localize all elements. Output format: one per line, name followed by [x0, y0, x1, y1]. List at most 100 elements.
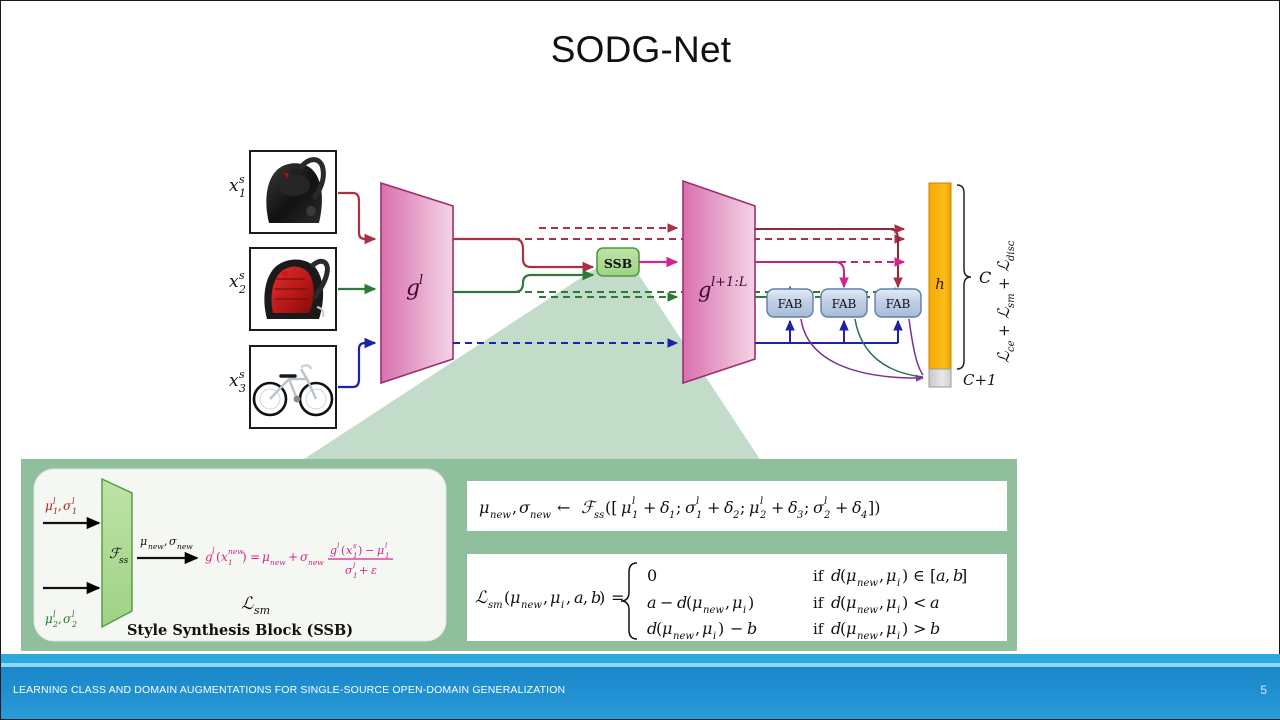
svg-text:μ: μ	[846, 593, 856, 612]
page-number: 5	[1260, 683, 1267, 697]
input-label-3: x 3 s	[229, 368, 246, 395]
svg-text:σ: σ	[63, 612, 72, 626]
svg-text:d: d	[677, 593, 687, 612]
ssb-detail-panel: ℱ ss μ 1 l , σ 1 l μ 2 l ,	[21, 459, 1017, 651]
svg-text:μ: μ	[732, 593, 742, 612]
svg-text:l: l	[72, 497, 75, 506]
svg-text:2: 2	[52, 620, 58, 629]
svg-text:+: +	[835, 498, 848, 517]
svg-text:+: +	[359, 564, 368, 577]
fab3-to-unknown-curve	[908, 318, 924, 376]
fab-block-1[interactable]: FAB	[766, 288, 814, 318]
svg-text:4: 4	[860, 510, 867, 521]
svg-text:+: +	[288, 550, 298, 564]
svg-text:δ: δ	[724, 498, 734, 517]
ssb-block[interactable]: SSB	[596, 247, 640, 277]
svg-text:l: l	[632, 496, 635, 507]
ssb-subpanel: ℱ ss μ 1 l , σ 1 l μ 2 l ,	[33, 468, 447, 642]
svg-text:if: if	[813, 620, 825, 638]
svg-text:]): ])	[868, 498, 880, 517]
svg-text:μ: μ	[140, 535, 147, 548]
svg-text:l: l	[337, 541, 340, 550]
svg-text:μ: μ	[550, 588, 560, 607]
svg-text:l: l	[385, 542, 387, 550]
ssb-panel-caption: Style Synthesis Block (SSB)	[127, 622, 353, 639]
svg-text:μ: μ	[262, 550, 270, 564]
svg-text:new: new	[228, 547, 244, 556]
svg-text:,: ,	[879, 619, 884, 638]
svg-text:(: (	[840, 619, 846, 638]
svg-text:if: if	[813, 567, 825, 585]
equation-box-2: ℒ sm ( μ new , μ i , a , b ) =	[467, 554, 1007, 642]
fab-block-2[interactable]: FAB	[820, 288, 868, 318]
svg-text:,: ,	[879, 593, 884, 612]
svg-text:g: g	[205, 550, 213, 564]
svg-text:−: −	[660, 593, 673, 612]
svg-text:μ: μ	[702, 619, 712, 638]
svg-text:+: +	[995, 277, 1013, 290]
svg-text:ℱ: ℱ	[581, 498, 598, 518]
svg-text:d: d	[831, 566, 841, 585]
footer-accent-stripe	[1, 654, 1280, 663]
svg-text:x: x	[229, 371, 239, 391]
encoder-early-block: g l	[380, 181, 454, 385]
svg-text:i: i	[743, 605, 746, 616]
svg-text:σ: σ	[519, 498, 531, 517]
svg-text:σ: σ	[813, 498, 825, 517]
svg-text:=: =	[611, 588, 624, 607]
svg-text:,: ,	[566, 588, 571, 607]
svg-text:2: 2	[759, 510, 766, 521]
known-classes-brace	[956, 184, 972, 370]
fab-block-3[interactable]: FAB	[874, 288, 922, 318]
svg-text:ℒ: ℒ	[994, 351, 1013, 363]
svg-text:s: s	[239, 368, 245, 381]
svg-text:x: x	[229, 176, 239, 196]
svg-text:l: l	[72, 610, 75, 619]
svg-text:d: d	[647, 619, 657, 638]
svg-text:;: ;	[676, 498, 681, 517]
svg-text:,: ,	[695, 619, 700, 638]
svg-text:1: 1	[632, 510, 638, 521]
svg-text:2: 2	[238, 283, 246, 296]
svg-text:l: l	[353, 562, 355, 570]
svg-text:3: 3	[239, 382, 246, 395]
svg-text:2: 2	[732, 510, 739, 521]
svg-text:i: i	[561, 600, 564, 611]
svg-text:d: d	[831, 619, 841, 638]
svg-text:,: ,	[164, 535, 168, 548]
known-classes-label: C	[979, 268, 991, 287]
svg-text:d: d	[831, 593, 841, 612]
svg-text:1: 1	[669, 510, 675, 521]
svg-text:i: i	[897, 605, 900, 616]
svg-text:−: −	[730, 619, 743, 638]
svg-text:μ: μ	[886, 593, 896, 612]
svg-text:σ: σ	[345, 564, 353, 577]
fab1-to-unknown-curve	[800, 318, 924, 382]
svg-text:): )	[902, 566, 908, 585]
svg-text:): )	[358, 544, 362, 557]
input-label-2: x 2 s	[229, 269, 246, 296]
svg-text:a: a	[647, 593, 657, 612]
svg-text:([: ([	[605, 498, 617, 517]
svg-text:;: ;	[804, 498, 809, 517]
svg-text:sm: sm	[1006, 293, 1017, 308]
svg-text:3: 3	[797, 510, 803, 521]
svg-text:ss: ss	[594, 510, 604, 521]
svg-text:g: g	[406, 276, 420, 301]
svg-text:new: new	[177, 542, 193, 551]
svg-text:μ: μ	[45, 499, 53, 513]
unknown-class-label: C+1	[963, 371, 997, 389]
svg-text:<: <	[913, 593, 926, 612]
svg-text:=: =	[250, 550, 260, 564]
svg-text:μ: μ	[510, 588, 520, 607]
svg-text:;: ;	[740, 498, 745, 517]
svg-text:,: ,	[725, 593, 730, 612]
svg-text:μ: μ	[749, 498, 759, 517]
svg-text:,: ,	[58, 499, 62, 513]
svg-text:1: 1	[353, 552, 357, 560]
loss-terms-annotation: ℒ ce + ℒ sm + ℒ disc	[994, 240, 1017, 363]
stream2-to-ssb	[453, 269, 595, 294]
stream1-input-arrow	[338, 191, 377, 245]
svg-text:1: 1	[353, 572, 357, 580]
svg-text:σ: σ	[685, 498, 697, 517]
